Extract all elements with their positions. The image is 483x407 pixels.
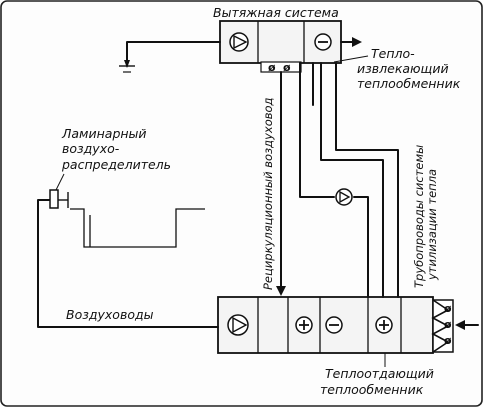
exhaust-fan-blade (233, 34, 248, 50)
label-air-ducts: Воздуховоды (66, 307, 154, 322)
filter-icon: ø ø ø (431, 299, 454, 353)
leader-laminar (55, 173, 65, 191)
label-laminar-2: воздухо- (62, 141, 120, 156)
damper-icon (260, 61, 302, 73)
supply-unit (217, 296, 434, 354)
extract-air-duct (119, 41, 221, 73)
label-heat-extract-1: Тепло- (371, 46, 415, 61)
svg-text:ø: ø (444, 302, 452, 315)
leader-heat-extract (333, 55, 369, 63)
label-heat-give-2: теплообменник (320, 382, 424, 397)
heat-recovery-pipes (299, 62, 399, 298)
recirculation-duct (276, 71, 286, 296)
label-laminar-1: Ламинарный (61, 126, 147, 141)
exhaust-outlet (340, 37, 362, 47)
label-pipes-1: Трубопроводы системы (412, 145, 426, 288)
svg-text:ø: ø (444, 334, 452, 347)
fresh-air-inlet (455, 320, 479, 330)
label-heat-extract-2: извлекающий (357, 61, 449, 76)
label-recirc-duct: Рециркуляционный воздуховод (261, 97, 275, 290)
label-laminar-3: распределитель (61, 157, 171, 172)
label-exhaust-system: Вытяжная система (213, 5, 339, 20)
supply-fan-blade (232, 316, 248, 334)
damper-symbol-1: ø (268, 61, 276, 74)
room-outline (70, 208, 205, 248)
label-heat-give-1: Теплоотдающий (325, 366, 434, 381)
label-pipes-2: утилизации тепла (425, 169, 439, 281)
supply-air-duct (37, 199, 219, 328)
label-heat-extract-3: теплообменник (357, 76, 461, 91)
exhaust-unit: ø ø (219, 20, 342, 74)
svg-text:ø: ø (444, 318, 452, 331)
damper-symbol-2: ø (283, 61, 291, 74)
air-diffuser-icon (49, 189, 69, 209)
